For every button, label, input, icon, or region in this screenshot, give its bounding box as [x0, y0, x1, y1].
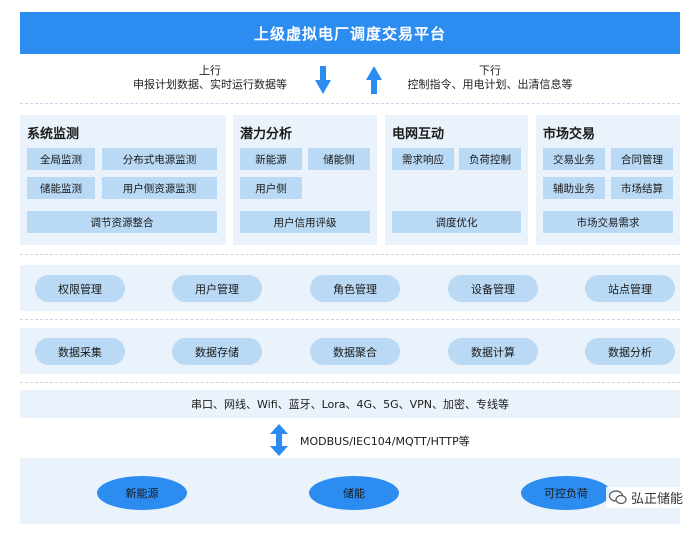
module-chip: 储能监测 [27, 177, 95, 199]
downstream-title: 下行 [479, 64, 501, 77]
data-pill: 数据分析 [585, 338, 675, 365]
upstream-desc: 申报计划数据、实时运行数据等 [133, 78, 287, 91]
downstream-label: 下行 控制指令、用电计划、出清信息等 [390, 64, 590, 92]
module-chip: 辅助业务 [543, 177, 605, 199]
module-chip: 全局监测 [27, 148, 95, 170]
module-chip: 交易业务 [543, 148, 605, 170]
module-chip: 市场结算 [611, 177, 673, 199]
down-arrow-icon [315, 66, 331, 94]
divider [20, 319, 680, 320]
system-monitor-panel: 系统监测 全局监测 分布式电源监测 储能监测 用户侧资源监测 调节资源整合 [20, 115, 226, 245]
module-chip: 储能侧 [308, 148, 370, 170]
divider [20, 382, 680, 383]
module-chip: 分布式电源监测 [102, 148, 217, 170]
module-chip: 需求响应 [392, 148, 454, 170]
protocols-label: MODBUS/IEC104/MQTT/HTTP等 [300, 435, 470, 448]
divider [20, 103, 680, 104]
system-monitor-title: 系统监测 [27, 127, 80, 142]
data-pill: 数据聚合 [310, 338, 400, 365]
resource-ellipse: 可控负荷 [521, 476, 611, 510]
module-chip: 用户信用评级 [240, 211, 370, 233]
module-chip: 调节资源整合 [27, 211, 217, 233]
wechat-icon [608, 490, 627, 505]
platform-banner: 上级虚拟电厂调度交易平台 [20, 12, 680, 54]
resource-ellipse: 新能源 [97, 476, 187, 510]
management-band: 权限管理 用户管理 角色管理 设备管理 站点管理 [20, 265, 680, 311]
management-pill: 站点管理 [585, 275, 675, 302]
comm-channels-band: 串口、网线、Wifi、蓝牙、Lora、4G、5G、VPN、加密、专线等 [20, 390, 680, 418]
bidirectional-arrow-icon [270, 424, 288, 456]
upstream-title: 上行 [199, 64, 221, 77]
watermark-text: 弘正储能 [630, 492, 683, 507]
module-chip: 新能源 [240, 148, 302, 170]
data-pill: 数据存储 [172, 338, 262, 365]
grid-interaction-panel: 电网互动 需求响应 负荷控制 调度优化 [385, 115, 528, 245]
market-trading-title: 市场交易 [543, 127, 596, 142]
potential-analysis-panel: 潜力分析 新能源 储能侧 用户侧 用户信用评级 [233, 115, 377, 245]
data-band: 数据采集 数据存储 数据聚合 数据计算 数据分析 [20, 328, 680, 374]
grid-interaction-title: 电网互动 [392, 127, 445, 142]
divider [20, 254, 680, 255]
up-arrow-icon [366, 66, 382, 94]
management-pill: 角色管理 [310, 275, 400, 302]
module-chip: 调度优化 [392, 211, 521, 233]
data-pill: 数据计算 [448, 338, 538, 365]
upstream-label: 上行 申报计划数据、实时运行数据等 [110, 64, 310, 92]
module-chip: 负荷控制 [459, 148, 521, 170]
management-pill: 设备管理 [448, 275, 538, 302]
resource-ellipse: 储能 [309, 476, 399, 510]
module-chip: 合同管理 [611, 148, 673, 170]
management-pill: 权限管理 [35, 275, 125, 302]
module-chip: 用户侧资源监测 [102, 177, 217, 199]
market-trading-panel: 市场交易 交易业务 合同管理 辅助业务 市场结算 市场交易需求 [536, 115, 680, 245]
module-chip: 用户侧 [240, 177, 302, 199]
data-pill: 数据采集 [35, 338, 125, 365]
downstream-desc: 控制指令、用电计划、出清信息等 [407, 78, 573, 91]
management-pill: 用户管理 [172, 275, 262, 302]
potential-analysis-title: 潜力分析 [240, 127, 293, 142]
watermark: 弘正储能 [605, 487, 686, 508]
module-chip: 市场交易需求 [543, 211, 673, 233]
